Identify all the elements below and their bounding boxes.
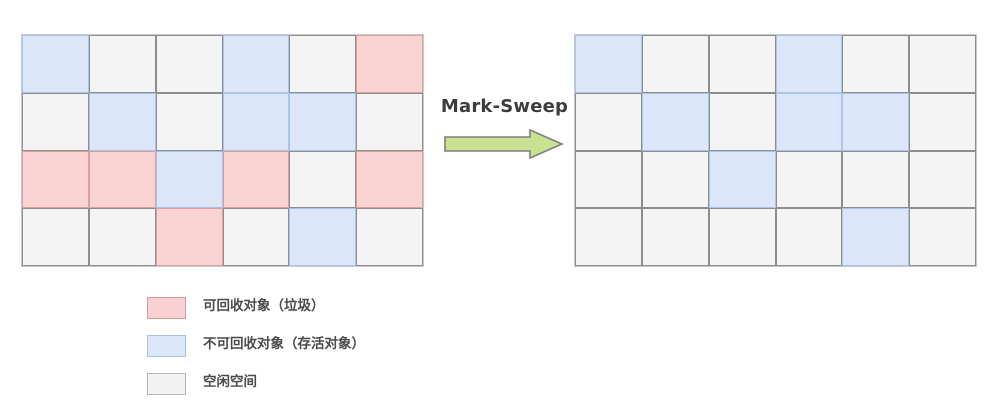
heap-cell-free [909, 150, 976, 209]
heap-cell-free [775, 150, 843, 209]
heap-cell-free [22, 92, 89, 151]
heap-cell-free [708, 35, 776, 93]
heap-cell-free [775, 208, 843, 266]
heap-cell-free [708, 92, 776, 151]
heap-cell-free [575, 208, 642, 266]
legend-label: 空闲空间 [203, 374, 257, 390]
heap-cell-live [708, 150, 776, 209]
heap-cell-free [909, 35, 976, 93]
legend: 可回收对象（垃圾） 不可回收对象（存活对象） 空闲空间 [147, 294, 567, 408]
legend-label: 不可回收对象（存活对象） [203, 336, 365, 352]
right-arrow-icon [444, 128, 564, 160]
heap-cell-free [155, 92, 223, 151]
legend-item: 可回收对象（垃圾） [147, 294, 567, 332]
heap-cell-live [222, 35, 290, 93]
heap-cell-free [641, 208, 709, 266]
heap-cell-live [575, 35, 642, 93]
heap-cell-free [708, 208, 776, 266]
heap-cell-free [641, 35, 709, 93]
heap-cell-live [775, 35, 843, 93]
heap-cell-garbage [22, 150, 89, 209]
heap-cell-free [289, 150, 357, 209]
heap-cell-live [842, 92, 910, 151]
heap-cell-garbage [155, 208, 223, 266]
heap-cell-live [775, 92, 843, 151]
heap-cell-free [842, 150, 910, 209]
heap-cell-garbage [88, 150, 156, 209]
heap-cell-free [88, 35, 156, 93]
heap-cell-garbage [222, 150, 290, 209]
heap-before-collection [21, 34, 424, 267]
heap-cell-free [155, 35, 223, 93]
heap-cell-free [909, 208, 976, 266]
legend-swatch-garbage [147, 297, 186, 319]
heap-cell-free [222, 208, 290, 266]
transition-label: Mark-Sweep [440, 96, 569, 117]
heap-cell-garbage [356, 150, 423, 209]
transition-group: Mark-Sweep [432, 96, 577, 166]
heap-cell-free [88, 208, 156, 266]
heap-cell-live [88, 92, 156, 151]
heap-cell-free [909, 92, 976, 151]
heap-cell-live [289, 92, 357, 151]
heap-cell-free [641, 150, 709, 209]
legend-swatch-free [147, 373, 186, 395]
heap-cell-live [222, 92, 290, 151]
heap-cell-free [575, 150, 642, 209]
heap-cell-free [356, 92, 423, 151]
legend-item: 空闲空间 [147, 370, 567, 408]
heap-cell-free [356, 208, 423, 266]
legend-label: 可回收对象（垃圾） [203, 298, 325, 314]
legend-swatch-live [147, 335, 186, 357]
legend-item: 不可回收对象（存活对象） [147, 332, 567, 370]
heap-cell-free [22, 208, 89, 266]
heap-after-collection [574, 34, 977, 267]
heap-cell-garbage [356, 35, 423, 93]
heap-cell-free [575, 92, 642, 151]
heap-cell-live [289, 208, 357, 266]
heap-cell-live [641, 92, 709, 151]
heap-cell-free [289, 35, 357, 93]
heap-cell-free [842, 35, 910, 93]
heap-cell-live [22, 35, 89, 93]
heap-cell-live [155, 150, 223, 209]
heap-cell-live [842, 208, 910, 266]
